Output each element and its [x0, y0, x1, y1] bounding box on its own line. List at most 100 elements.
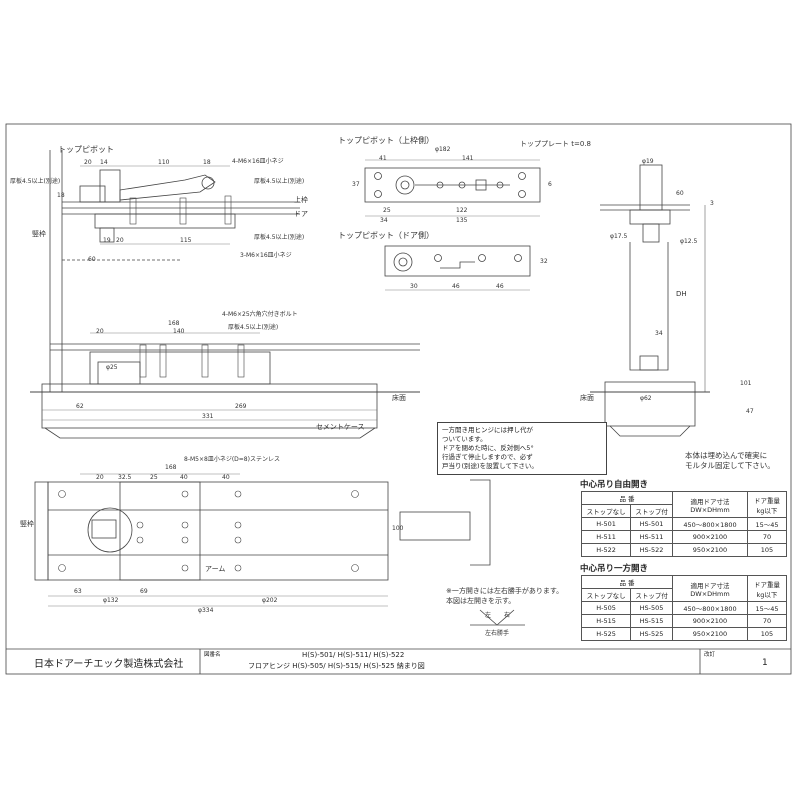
table-header: ドア重量 kg以下	[747, 575, 787, 602]
dim-20b: 20	[116, 237, 124, 244]
label-floor: 床面	[392, 394, 406, 402]
table-header: ストップなし	[580, 588, 632, 602]
note-line: 一方開き用ヒンジには押し代が	[442, 426, 533, 434]
dim-135: 135	[456, 217, 468, 224]
table-row: H-501 HS-501 450～800×1800 15～45	[580, 517, 787, 531]
callout-m5-screws: 8-M5×8皿小ネジ(D=8)ステンレス	[184, 456, 280, 463]
cement-case	[41, 383, 378, 429]
title-label-rev: 改訂	[704, 652, 716, 658]
dim-phi62: φ62	[640, 395, 652, 402]
table-cell: 950×2100	[672, 627, 748, 641]
table-header: ストップなし	[580, 504, 632, 518]
table-cell: 900×2100	[672, 530, 748, 544]
table-cell: 105	[747, 543, 787, 557]
table-row: H-525 HS-525 950×2100 105	[580, 627, 787, 641]
company-name: 日本ドアーチエック製造株式会社	[34, 659, 184, 670]
dim-40: 40	[180, 474, 188, 481]
spec-table-free-swing: 品 番 適用ドア寸法 DW×DHmm ドア重量 kg以下 ストップなし ストップ…	[580, 491, 787, 557]
dim-25: 25	[383, 207, 391, 214]
view-title-top-pivot: トップピボット	[58, 145, 114, 154]
table-cell: H-525	[580, 627, 632, 641]
dim-25b: 25	[150, 474, 158, 481]
install-note: 本体は埋め込んで確実に モルタル固定して下さい。	[685, 451, 775, 471]
dim-30: 30	[410, 283, 418, 290]
dim-20d: 20	[96, 474, 104, 481]
dim-phi182: φ182	[435, 146, 451, 153]
label-door: ドア	[294, 210, 308, 218]
top-pivot-side-view	[49, 150, 300, 392]
table-cell: H-505	[580, 601, 632, 615]
dim-14: 14	[100, 159, 108, 166]
table-header: ドア重量 kg以下	[747, 491, 787, 518]
dim-60b: 60	[676, 190, 684, 197]
dim-62: 62	[76, 403, 84, 410]
dimension-lines	[42, 159, 540, 607]
hand-diagram-right: 右	[504, 612, 511, 619]
table-cell: 70	[747, 530, 787, 544]
install-note-line: 本体は埋め込んで確実に	[685, 451, 768, 460]
door-fragment	[399, 479, 491, 566]
table2-caption: 中心吊り一方開き	[580, 564, 649, 574]
label-upper-frame: 上枠	[294, 196, 308, 204]
table-header: 適用ドア寸法 DW×DHmm	[672, 491, 748, 518]
title-product: フロアヒンジ H(S)-505/ H(S)-515/ H(S)-525 納まり図	[248, 662, 425, 670]
note-line: ついています。	[442, 435, 487, 443]
dim-115: 115	[180, 237, 192, 244]
label-floor-right: 床面	[580, 394, 594, 402]
dim-32-5: 32.5	[118, 474, 132, 481]
dim-18b: 18	[57, 192, 65, 199]
dim-60: 60	[88, 256, 96, 263]
dim-101: 101	[740, 380, 752, 387]
dim-phi334: φ334	[198, 607, 214, 614]
dim-63: 63	[74, 588, 82, 595]
label-frame-bottom: 竪枠	[20, 520, 34, 528]
dim-100: 100	[392, 525, 404, 532]
hand-note: ※一方開きには左右勝手があります。 本図は左開きを示す。	[446, 586, 563, 606]
title-label-name: 図番名	[204, 652, 221, 658]
label-dh: DH	[676, 290, 687, 298]
callout-thick-3: 厚板4.5以上(別途)	[254, 234, 305, 241]
table-cell: HS-505	[630, 601, 673, 615]
dim-69: 69	[140, 588, 148, 595]
dim-168: 168	[168, 320, 180, 327]
top-pivot-frame-plan	[364, 167, 541, 203]
table-cell: 70	[747, 614, 787, 628]
note-line: 行過ぎて停止しますので、必ず	[442, 453, 533, 461]
table-cell: HS-525	[630, 627, 673, 641]
title-rev: 1	[762, 658, 768, 668]
label-frame-left: 竪枠	[32, 230, 46, 238]
label-cement-case: セメントケース	[316, 423, 365, 431]
dim-122: 122	[456, 207, 468, 214]
view-title-top-pivot-door: トップピボット（ドア側）	[338, 231, 434, 240]
dim-47: 47	[746, 408, 754, 415]
table-row: H-522 HS-522 950×2100 105	[580, 543, 787, 557]
hand-note-line: ※一方開きには左右勝手があります。	[446, 587, 564, 595]
dim-46: 46	[452, 283, 460, 290]
dim-37: 37	[352, 181, 360, 188]
table-cell: 15～45	[747, 517, 787, 531]
top-pivot-door-plan	[384, 245, 531, 277]
hand-diagram-caption: 左右勝手	[485, 630, 510, 637]
dim-141: 141	[462, 155, 474, 162]
table-cell: HS-515	[630, 614, 673, 628]
callout-m6-screws: 4-M6×16皿小ネジ	[232, 158, 284, 165]
hand-note-line: 本図は左開きを示す。	[446, 597, 516, 605]
note-line: ドアを閉めた時に、反対側へ5°	[442, 444, 534, 452]
table-cell: 15～45	[747, 601, 787, 615]
title-models-1: H(S)-501/ H(S)-511/ H(S)-522	[302, 651, 405, 659]
callout-anchor-bolt: 4-M6×25六角穴付きボルト	[222, 311, 298, 318]
dim-3: 3	[710, 200, 714, 207]
table-cell: 900×2100	[672, 614, 748, 628]
dim-phi202: φ202	[262, 597, 278, 604]
label-top-plate: トッププレート t=0.8	[520, 140, 591, 148]
dim-phi132: φ132	[103, 597, 119, 604]
table-cell: H-515	[580, 614, 632, 628]
table-cell: H-501	[580, 517, 632, 531]
table-cell: 450～800×1800	[672, 601, 748, 615]
dim-46b: 46	[496, 283, 504, 290]
dim-331: 331	[202, 413, 214, 420]
install-note-line: モルタル固定して下さい。	[685, 461, 775, 470]
dim-phi19: φ19	[642, 158, 654, 165]
table-header: 品 番	[581, 491, 673, 505]
table-cell: H-511	[580, 530, 632, 544]
